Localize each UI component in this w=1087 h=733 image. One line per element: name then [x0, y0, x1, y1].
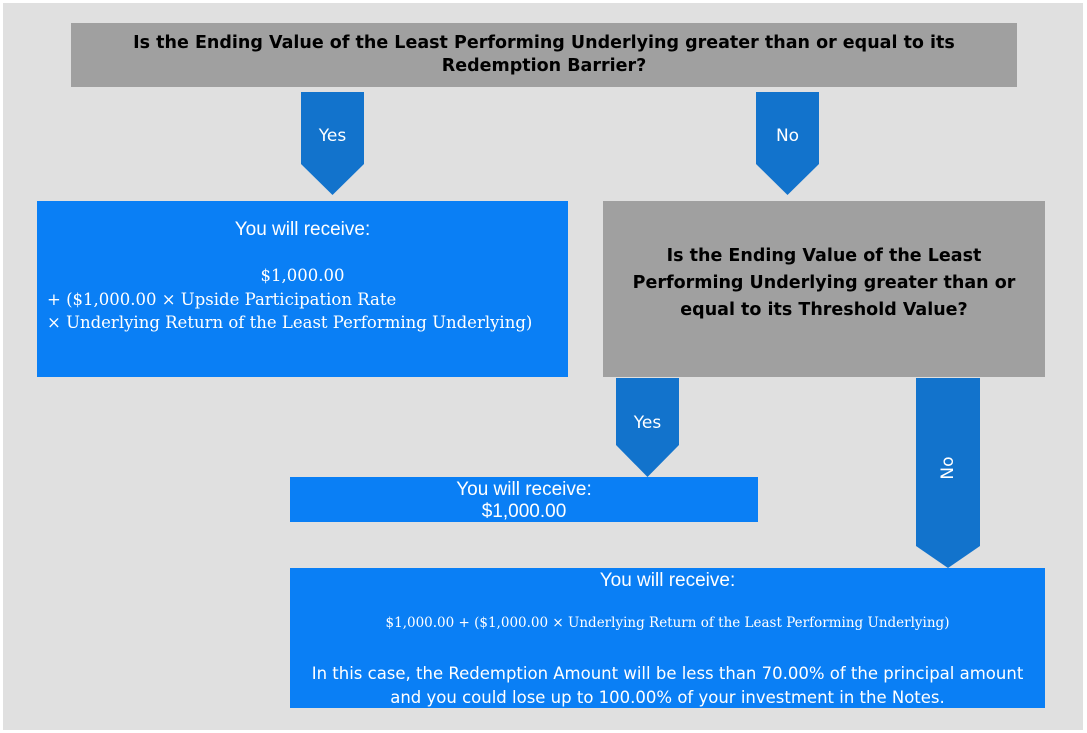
question-redemption-barrier: Is the Ending Value of the Least Perform… [71, 23, 1017, 87]
no-arrow-1: No [756, 92, 819, 195]
result-upside-line3: × Underlying Return of the Least Perform… [47, 313, 533, 332]
result-loss-note: In this case, the Redemption Amount will… [311, 664, 1024, 707]
result-box-loss: You will receive: $1,000.00 + ($1,000.00… [290, 568, 1045, 708]
result-upside-line1: $1,000.00 [260, 266, 345, 285]
result-principal-amount: $1,000.00 [481, 501, 567, 522]
yes-arrow-2: Yes [616, 378, 679, 477]
result-principal-heading: You will receive: [456, 479, 592, 500]
result-upside-line2: + ($1,000.00 × Upside Participation Rate [47, 290, 397, 309]
result-box-principal: You will receive: $1,000.00 [290, 477, 758, 522]
no-arrow-2-label: No [938, 456, 958, 480]
no-arrow-1-label: No [775, 126, 800, 146]
no-arrow-2: No [916, 378, 980, 568]
result-loss-heading: You will receive: [599, 570, 736, 591]
yes-arrow-1-label: Yes [318, 126, 347, 146]
result-loss-formula: $1,000.00 + ($1,000.00 × Underlying Retu… [385, 615, 950, 631]
question-threshold-value-text: Is the Ending Value of the Least Perform… [632, 245, 1016, 320]
result-box-upside: You will receive: $1,000.00 + ($1,000.00… [37, 201, 568, 377]
question-redemption-barrier-text: Is the Ending Value of the Least Perform… [133, 33, 955, 76]
yes-arrow-2-label: Yes [633, 413, 662, 433]
result-upside-heading: You will receive: [234, 219, 371, 240]
yes-arrow-1: Yes [301, 92, 364, 195]
question-threshold-value: Is the Ending Value of the Least Perform… [603, 201, 1045, 377]
